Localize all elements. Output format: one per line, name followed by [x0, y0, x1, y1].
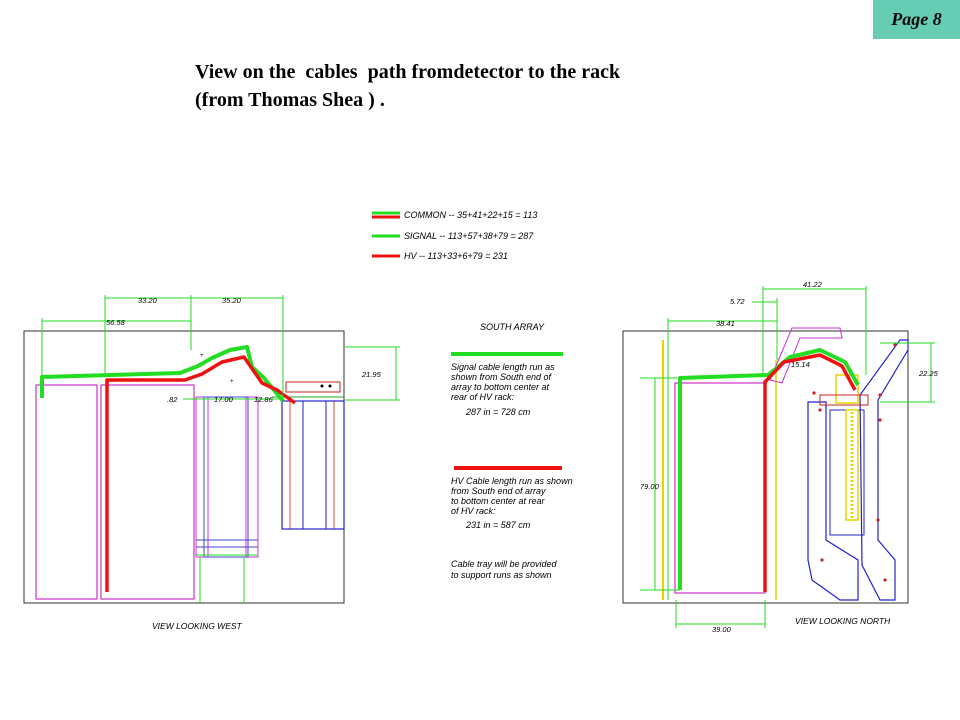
- north-dim-d2: 5.72: [730, 297, 745, 306]
- north-dot-2: [818, 408, 822, 412]
- west-dim-d7: 12.86: [254, 395, 274, 404]
- notes-signal-line-2: shown from South end of: [451, 372, 553, 382]
- west-marker-1: +: [200, 353, 204, 359]
- north-detector-yellow: [845, 409, 859, 521]
- notes-hv-result: 231 in = 587 cm: [465, 520, 531, 530]
- legend-common-text: COMMON -- 35+41+22+15 = 113: [404, 210, 537, 220]
- north-dim-d5: 22.25: [918, 369, 939, 378]
- west-rack-2: [100, 384, 195, 600]
- west-dim-d4: 21.95: [361, 370, 382, 379]
- west-view-caption: VIEW LOOKING WEST: [152, 621, 243, 631]
- notes-tray-line-1: Cable tray will be provided: [451, 559, 558, 569]
- west-marker-3: +: [230, 379, 234, 385]
- west-rack-mark-1: [320, 384, 324, 388]
- notes-signal-line-4: rear of HV rack:: [451, 392, 515, 402]
- west-rack-mark-2: [328, 384, 332, 388]
- north-hv-cable-path: [763, 353, 857, 592]
- west-hv-cable-path: [105, 355, 297, 592]
- west-dim-d5: .82: [167, 395, 178, 404]
- north-signal-cable-path: [678, 348, 860, 590]
- west-dim-d6: 17.00: [214, 395, 234, 404]
- west-dim-d2: 35.20: [222, 296, 242, 305]
- west-view-drawing: + + + 33.20 35.20 56.58 21.95 .82 17.00 …: [23, 295, 400, 631]
- north-tray-top: [769, 327, 843, 384]
- west-blue-rack: [281, 400, 345, 530]
- north-detector-tray-left: [807, 401, 859, 601]
- legend-hv-text: HV -- 113+33+6+79 = 231: [404, 251, 508, 261]
- north-view-caption: VIEW LOOKING NORTH: [795, 616, 891, 626]
- north-rack: [674, 382, 766, 594]
- west-detector-body: [203, 396, 249, 558]
- north-detector-module: [829, 409, 865, 536]
- north-dot-3: [878, 418, 882, 422]
- west-support-right: [245, 396, 259, 558]
- notes-signal-line-3: array to bottom center at: [451, 382, 550, 392]
- north-dot-7: [893, 343, 897, 347]
- notes-hv-line-4: of HV rack:: [451, 506, 496, 516]
- west-support-left: [195, 396, 209, 558]
- north-detector-tray-right: [859, 339, 909, 601]
- north-dim-d4: 15.14: [791, 360, 810, 369]
- west-dim-d3: 56.58: [106, 318, 126, 327]
- west-rack-1: [35, 384, 98, 600]
- west-rack-top-box: [285, 381, 341, 393]
- north-dot-1: [812, 391, 816, 395]
- north-dim-d1: 41.22: [803, 280, 823, 289]
- notes-tray-line-2: to support runs as shown: [451, 570, 552, 580]
- legend-signal-text: SIGNAL -- 113+57+38+79 = 287: [404, 231, 534, 241]
- west-signal-cable-path: [40, 345, 285, 403]
- north-dot-4: [876, 518, 880, 522]
- south-array-notes: SOUTH ARRAY Signal cable length run as s…: [451, 322, 573, 580]
- notes-heading: SOUTH ARRAY: [480, 322, 545, 332]
- notes-signal-line-1: Signal cable length run as: [451, 362, 555, 372]
- north-dot-6: [883, 578, 887, 582]
- north-dim-d3: 38.41: [716, 319, 735, 328]
- north-dim-d6: 79.00: [640, 482, 660, 491]
- north-dot-5: [820, 558, 824, 562]
- north-dot-8: [878, 393, 882, 397]
- north-dim-d7: 39.00: [712, 625, 732, 634]
- page-title: View on the cables path fromdetector to …: [195, 58, 620, 114]
- north-view-drawing: 41.22 5.72 38.41 15.14 22.25 79.00 39.00…: [622, 280, 939, 634]
- notes-hv-line-1: HV Cable length run as shown: [451, 476, 573, 486]
- notes-hv-line-3: to bottom center at rear: [451, 496, 546, 506]
- notes-signal-result: 287 in = 728 cm: [465, 407, 531, 417]
- notes-hv-line-2: from South end of array: [451, 486, 546, 496]
- page-number-badge: Page 8: [873, 0, 960, 39]
- cable-legend: COMMON -- 35+41+22+15 = 113 SIGNAL -- 11…: [372, 210, 537, 261]
- title-line-2: (from Thomas Shea ) .: [195, 89, 385, 111]
- west-dim-d1: 33.20: [138, 296, 158, 305]
- north-detector-mount: [819, 394, 869, 406]
- title-line-1: View on the cables path fromdetector to …: [195, 61, 621, 83]
